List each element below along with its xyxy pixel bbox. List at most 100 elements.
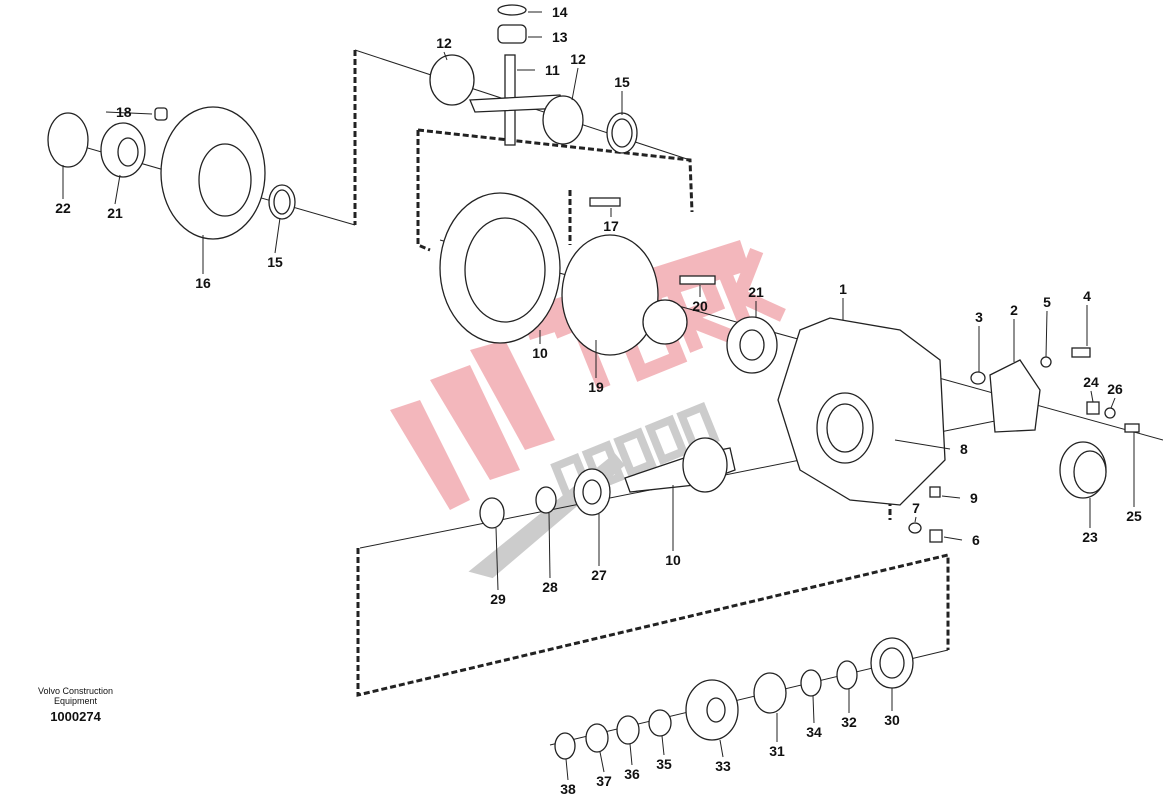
callout-number: 18 [116,104,132,120]
callout-31: 31 [769,713,785,759]
callout-number: 14 [552,4,568,20]
callout-28: 28 [542,512,558,595]
callout-number: 21 [107,205,123,221]
leader-line [274,217,281,254]
callout-38: 38 [560,758,576,797]
parts [47,4,1140,760]
callout-number: 15 [614,74,630,90]
callout-12: 12 [570,51,586,101]
callout-number: 4 [1083,288,1091,304]
callout-24: 24 [1083,374,1099,403]
leader-line [812,695,815,724]
leader-line [105,111,153,115]
callout-11: 11 [517,62,560,78]
callout-number: 8 [960,441,968,457]
leader-line [1045,310,1048,358]
leader-line [719,739,724,758]
callout-15: 15 [267,217,283,270]
callout-number: 30 [884,712,900,728]
callout-25: 25 [1126,432,1142,524]
callout-4: 4 [1083,288,1091,346]
callout-14: 14 [528,4,568,20]
callout-number: 9 [970,490,978,506]
callout-33: 33 [715,739,731,774]
leader-line [941,495,961,499]
callout-number: 11 [545,62,560,78]
callout-26: 26 [1107,381,1123,409]
callout-number: 28 [542,579,558,595]
callout-number: 25 [1126,508,1142,524]
callout-number: 27 [591,567,607,583]
callout-17: 17 [603,208,619,234]
callout-15: 15 [614,74,630,115]
callout-number: 21 [748,284,764,300]
callout-20: 20 [692,285,708,314]
callout-number: 7 [912,500,920,516]
callout-9: 9 [941,490,978,506]
drawing-number: 1000274 [50,709,101,724]
callout-number: 33 [715,758,731,774]
callout-number: 15 [267,254,283,270]
callout-10: 10 [665,485,681,568]
callout-12: 12 [436,35,452,61]
callout-2: 2 [1010,302,1018,362]
drawing-caption: Volvo Construction Equipment 1000274 [38,686,113,724]
assembly-bracket [356,548,950,697]
callout-number: 24 [1083,374,1099,390]
callout-13: 13 [528,29,568,45]
callout-number: 5 [1043,294,1051,310]
callout-number: 22 [55,200,71,216]
leader-line [495,527,499,591]
callout-23: 23 [1082,498,1098,545]
callout-number: 10 [665,552,681,568]
callout-19: 19 [588,340,604,395]
callout-21: 21 [107,174,123,221]
callout-number: 10 [532,345,548,361]
caption-maker-line1: Volvo Construction [38,686,114,696]
callout-16: 16 [195,235,211,291]
leader-line [565,758,569,781]
callout-29: 29 [490,527,506,607]
callout-number: 1 [839,281,847,297]
callout-27: 27 [591,514,607,583]
callout-6: 6 [943,532,980,548]
callout-number: 35 [656,756,672,772]
assembly-bracket [416,130,431,252]
callout-number: 12 [570,51,586,67]
leader-line [571,67,579,101]
callout-35: 35 [656,735,672,772]
callout-number: 2 [1010,302,1018,318]
callout-number: 13 [552,29,568,45]
leader-line [114,174,121,205]
callout-3: 3 [975,309,983,372]
callout-1: 1 [839,281,847,320]
callout-number: 20 [692,298,708,314]
callout-number: 17 [603,218,619,234]
callout-18: 18 [105,104,153,120]
leader-line [443,51,448,61]
callout-21: 21 [748,284,764,318]
callout-22: 22 [55,165,71,216]
callout-number: 31 [769,743,785,759]
callout-34: 34 [806,695,822,740]
callout-number: 36 [624,766,640,782]
callout-number: 26 [1107,381,1123,397]
callout-36: 36 [624,743,640,782]
callout-32: 32 [841,689,857,730]
leader-line [629,743,633,766]
leader-line [548,512,551,579]
leader-line [1110,397,1116,409]
leader-line [943,536,963,541]
callout-number: 16 [195,275,211,291]
callout-number: 23 [1082,529,1098,545]
callout-5: 5 [1043,294,1051,358]
callout-number: 12 [436,35,452,51]
callout-30: 30 [884,688,900,728]
callout-number: 3 [975,309,983,325]
callout-number: 19 [588,379,604,395]
leader-line [914,516,917,523]
callout-number: 6 [972,532,980,548]
callout-10: 10 [532,330,548,361]
